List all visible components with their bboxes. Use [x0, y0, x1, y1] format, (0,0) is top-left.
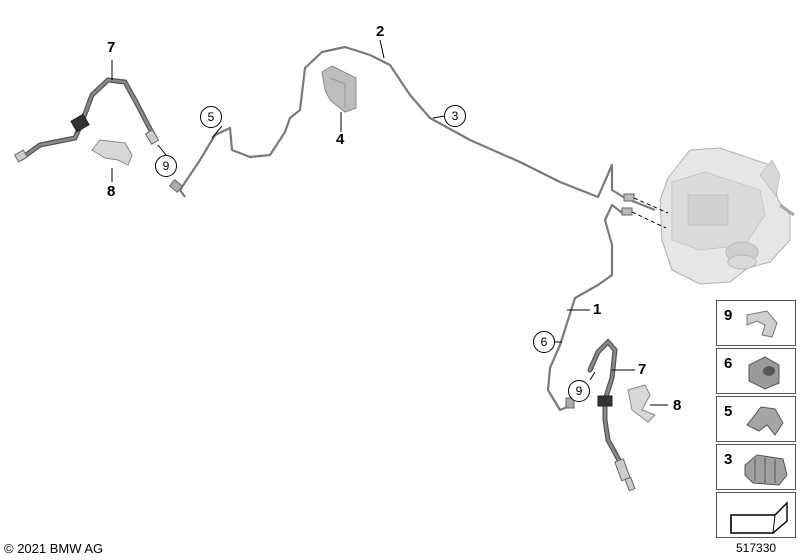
brake-line-2-fittings: [168, 179, 635, 202]
direction-arrow-icon: [730, 501, 788, 534]
legend-cell-5: 5: [716, 396, 796, 442]
bracket-left: [91, 139, 133, 166]
brake-hose-left: [13, 77, 160, 163]
legend-label-5: 5: [724, 403, 733, 420]
callout-5-circled: 5: [200, 106, 222, 128]
callout-7-left: 7: [107, 39, 116, 56]
callout-6-circled: 6: [533, 331, 555, 353]
clip-3-icon: [744, 454, 788, 486]
callout-8-left: 8: [107, 183, 116, 200]
diagram-id-text: 517330: [736, 541, 777, 555]
legend-cell-3: 3: [716, 444, 796, 490]
bracket-right: [627, 384, 656, 423]
brake-line-1: [546, 203, 626, 412]
leader-lines: [111, 39, 668, 406]
callout-7-right: 7: [638, 361, 647, 378]
clip-6-icon: [748, 356, 780, 390]
legend-cell-6: 6: [716, 348, 796, 394]
callout-9-circled-left: 9: [155, 155, 177, 177]
brake-hose-right: [587, 338, 636, 492]
callout-3-circled: 3: [444, 105, 466, 127]
legend-label-6: 6: [724, 355, 733, 372]
callout-9-circled-right: 9: [568, 380, 590, 402]
bracket-4-part: [321, 65, 357, 113]
abs-hydraulic-unit: [659, 147, 795, 285]
callout-1: 1: [593, 301, 602, 318]
legend-cell-arrow: [716, 492, 796, 538]
legend-cell-9: 9: [716, 300, 796, 346]
callout-8-right: 8: [673, 397, 682, 414]
callout-4: 4: [336, 131, 345, 148]
copyright-text: © 2021 BMW AG: [4, 541, 104, 556]
callout-2: 2: [376, 23, 385, 40]
brake-line-2: [178, 45, 656, 212]
clip-5-icon: [746, 406, 784, 436]
connection-dashes: [631, 197, 669, 229]
legend-label-9: 9: [724, 307, 733, 324]
legend-label-3: 3: [724, 451, 733, 468]
clip-9-icon: [746, 310, 778, 338]
